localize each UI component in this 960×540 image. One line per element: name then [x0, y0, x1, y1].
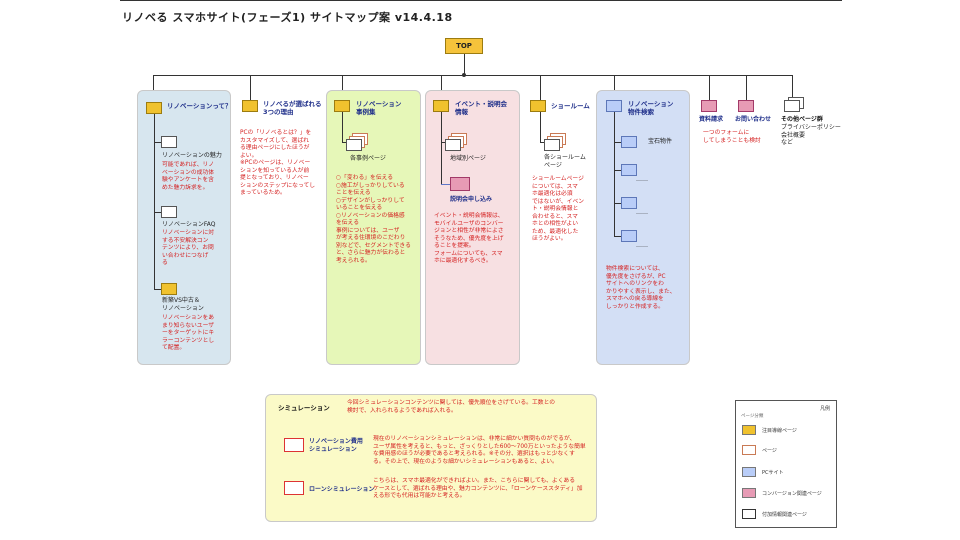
- events-section-title: イベント・説明会情報: [455, 100, 507, 116]
- simulation-title: シミュレーション: [278, 404, 330, 412]
- events-area-page: 地域別ページ: [450, 155, 486, 162]
- panel-events: [425, 90, 520, 365]
- main-branch-line: [153, 75, 793, 76]
- legend-item-featured: 注目導線ページ: [742, 425, 797, 435]
- events-note: イベント・説明会情報は、モバイルユーザのコンバージョンと相性が非常によさそうなた…: [434, 213, 504, 264]
- new-vs-used-page: 新築VS中古＆リノベーション: [162, 297, 204, 312]
- reasons-note: PCの「リノベるとは？」をカスタマイズして、選ばれる理由ページにしたほうがよい。…: [240, 130, 316, 196]
- renovation-appeal-note: 可能であれば、リノベーションの成功体験やアンケートを含めた魅力訴求を。: [162, 162, 215, 191]
- legend-item-page: ページ: [742, 445, 777, 455]
- property-section-title: リノベーション物件検索: [628, 100, 674, 116]
- property-ellipsis-3: ……: [636, 209, 648, 216]
- simulation-intro: 今回シミュレーションコンテンツに関しては、優先順位をさげている。工数との検討で、…: [347, 400, 556, 414]
- panel-property: [596, 90, 690, 365]
- cases-each-page: 各事例ページ: [350, 155, 386, 162]
- showroom-page-box: [544, 139, 560, 151]
- top-connector: [464, 54, 465, 75]
- request-title: 資料請求: [699, 116, 724, 123]
- showroom-note: ショールームページについては、スマホ最適化は必須ではないが、イベント・説明会情報…: [532, 176, 585, 242]
- renovation-section-title: リノベーションって？: [167, 102, 232, 110]
- cost-sim-box: [284, 438, 304, 452]
- renovation-section-box: [146, 102, 162, 114]
- apply-form-box: [450, 177, 470, 191]
- faq-page: リノベーションFAQ: [162, 221, 216, 228]
- panel-cases: [326, 90, 421, 365]
- reasons-section-box: [242, 100, 258, 112]
- others-box: [784, 100, 800, 112]
- apply-form-page: 説明会申し込み: [450, 196, 493, 203]
- loan-sim-box: [284, 481, 304, 495]
- events-page-box: [445, 139, 461, 151]
- cases-note: ○「変わる」を伝える○施工がしっかりしていることを伝える○デザインがしっかりして…: [336, 175, 411, 264]
- top-page-box: TOP: [445, 38, 483, 54]
- panel-renovation: [137, 90, 231, 365]
- page-title: リノベる スマホサイト(フェーズ1) サイトマップ案 v14.4.18: [122, 11, 453, 24]
- legend: 凡例 ページ分類 注目導線ページ ページ PCサイト コンバージョン関連ページ …: [735, 400, 837, 528]
- property-section-box: [606, 100, 622, 112]
- contact-title: お問い合わせ: [735, 116, 772, 123]
- loan-sim-label: ローンシミュレーション: [309, 486, 375, 493]
- renovation-page-box: [161, 136, 177, 148]
- panel-simulation: [265, 394, 597, 522]
- legend-item-conversion: コンバージョン関連ページ: [742, 488, 822, 498]
- cases-section-box: [334, 100, 350, 112]
- loan-sim-note: こちらは、スマホ最適化ができればよい。また、こちらに関しても、よくあるケースとし…: [373, 478, 583, 499]
- form-note: 一つのフォームにしてしまうことも検討: [703, 130, 761, 144]
- renovation-appeal-page: リノベーションの魅力: [162, 152, 222, 159]
- cost-sim-note: 現在のリノベーションシミュレーションは、非常に細かい質問ものがでるが、ユーザ属性…: [373, 436, 586, 465]
- legend-item-pc: PCサイト: [742, 467, 784, 477]
- events-section-box: [433, 100, 449, 112]
- faq-note: リノベーションに対する不安解決コンテンツにより、お問い合わせにつなげる: [162, 230, 215, 266]
- showroom-each-page: 各ショールームページ: [544, 154, 586, 169]
- new-vs-used-box: [161, 283, 177, 295]
- request-box: [701, 100, 717, 112]
- property-box-3: [621, 197, 637, 209]
- property-box-2: [621, 164, 637, 176]
- property-jewel-box: [621, 136, 637, 148]
- showroom-section-box: [530, 100, 546, 112]
- property-ellipsis-2: ……: [636, 176, 648, 183]
- legend-title: 凡例: [819, 406, 830, 412]
- cases-section-title: リノベーション事例集: [356, 100, 402, 116]
- legend-header: ページ分類: [741, 414, 764, 419]
- junction-dot: [462, 73, 466, 77]
- showroom-section-title: ショールーム: [551, 102, 590, 110]
- legend-item-extra: 付加情報関連ページ: [742, 509, 807, 519]
- faq-page-box: [161, 206, 177, 218]
- cost-sim-label: リノベーション費用シミュレーション: [309, 438, 363, 453]
- contact-box: [738, 100, 754, 112]
- property-ellipsis-4: ……: [636, 242, 648, 249]
- others-items: プライバシーポリシー会社概要など: [781, 124, 841, 146]
- property-box-4: [621, 230, 637, 242]
- others-title: その他ページ群: [781, 116, 823, 123]
- property-jewel-page: 宝石物件: [648, 138, 673, 145]
- new-vs-used-note: リノベーションをあまり知らないユーザーをターゲットにキラーコンテンツとして配置。: [162, 315, 215, 351]
- header-rule: [120, 0, 842, 1]
- cases-page-box: [346, 139, 362, 151]
